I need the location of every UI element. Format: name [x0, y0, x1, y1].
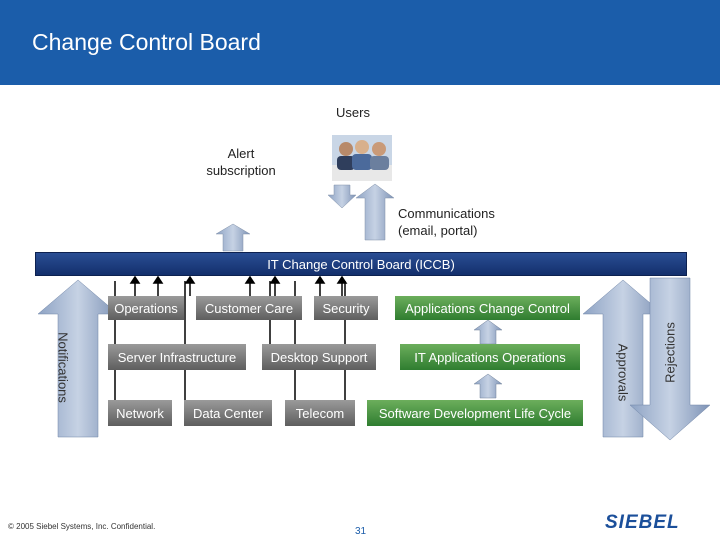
page-title: Change Control Board — [32, 29, 261, 55]
desktop-support-box: Desktop Support — [262, 344, 376, 370]
iccb-bar: IT Change Control Board (ICCB) — [35, 252, 687, 276]
users-label: Users — [336, 105, 370, 120]
security-box: Security — [314, 296, 378, 320]
siebel-logo: SIEBEL — [605, 512, 680, 533]
alert-subscription-label: Alert subscription — [206, 146, 276, 178]
page-number: 31 — [355, 526, 367, 537]
network-box: Network — [108, 400, 172, 426]
customer-care-box: Customer Care — [196, 296, 302, 320]
title-banner — [0, 0, 720, 85]
operations-box: Operations — [108, 296, 184, 320]
notifications-label: Notifications — [55, 332, 71, 403]
footer-copyright: © 2005 Siebel Systems, Inc. Confidential… — [8, 522, 156, 531]
telecom-box: Telecom — [285, 400, 355, 426]
sdlc-box: Software Development Life Cycle — [367, 400, 583, 426]
down-arrow-to-communications — [327, 184, 357, 209]
data-center-box: Data Center — [184, 400, 272, 426]
rejections-label: Rejections — [662, 322, 678, 383]
users-photo — [332, 135, 392, 181]
it-applications-operations-box: IT Applications Operations — [400, 344, 580, 370]
up-arrow-communications — [355, 183, 395, 241]
stack-up-arrows — [473, 319, 503, 399]
communications-label: Communications (email, portal) — [398, 206, 495, 238]
approvals-label: Approvals — [615, 343, 631, 402]
notifications-arrow — [37, 279, 119, 438]
up-arrow-alert-subscription — [215, 223, 251, 252]
applications-change-control-box: Applications Change Control — [395, 296, 580, 320]
rejections-arrow — [629, 277, 711, 441]
server-infrastructure-box: Server Infrastructure — [108, 344, 246, 370]
